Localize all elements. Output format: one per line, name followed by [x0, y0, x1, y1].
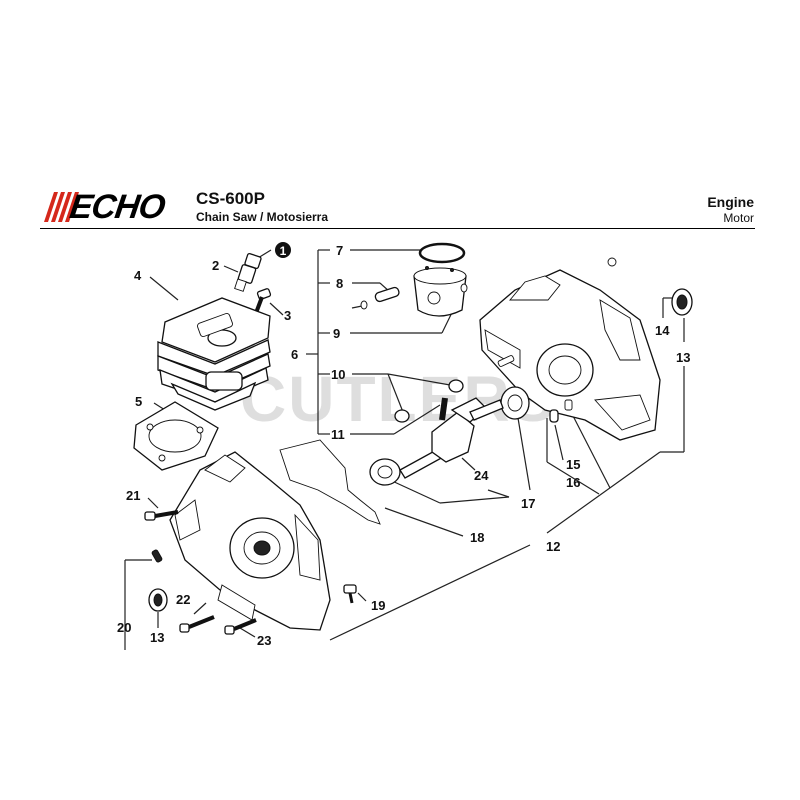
callout-2: 2 — [212, 258, 219, 273]
oil-seal-left — [148, 588, 168, 612]
callout-9: 9 — [333, 326, 340, 341]
callout-22: 22 — [176, 592, 190, 607]
callout-1-badge — [275, 242, 291, 258]
header-divider — [40, 228, 755, 229]
callout-14: 14 — [655, 323, 670, 338]
decompression-valve — [234, 253, 262, 292]
oil-seal-right — [671, 288, 693, 316]
piston-pin — [374, 286, 400, 303]
callout-18: 18 — [470, 530, 484, 545]
callout-13-left: 13 — [150, 630, 164, 645]
callout-10: 10 — [331, 367, 345, 382]
crankshaft — [399, 397, 504, 479]
piston — [413, 266, 467, 317]
crankcase-left — [169, 451, 331, 631]
screw-19 — [343, 584, 357, 604]
cylinder-bolt — [254, 288, 272, 314]
cylinder — [157, 297, 271, 411]
bolt-23 — [224, 618, 257, 635]
circlip — [360, 283, 468, 310]
callout-23: 23 — [257, 633, 271, 648]
needle-bearing — [394, 379, 464, 423]
section-title: Engine — [707, 194, 754, 210]
callout-19: 19 — [371, 598, 385, 613]
section-subtitle: Motor — [723, 211, 754, 225]
callout-24: 24 — [474, 468, 489, 483]
cylinder-gasket — [133, 401, 219, 471]
callout-3: 3 — [284, 308, 291, 323]
crankcase-gasket — [279, 439, 381, 525]
callout-12: 12 — [546, 539, 560, 554]
bolt-22 — [179, 615, 215, 633]
callout-15: 15 — [566, 457, 580, 472]
callout-4: 4 — [134, 268, 142, 283]
model-number: CS-600P — [196, 189, 265, 208]
callout-16: 16 — [566, 475, 580, 490]
main-bearing-right — [500, 386, 530, 420]
piston-ring — [418, 242, 466, 264]
callout-7: 7 — [336, 243, 343, 258]
callout-13-right: 13 — [676, 350, 690, 365]
echo-logo: ECHO — [40, 188, 182, 226]
callout-8: 8 — [336, 276, 343, 291]
callout-11: 11 — [331, 427, 345, 442]
set-screw — [151, 549, 163, 563]
crankcase-right — [479, 257, 661, 441]
callout-5: 5 — [135, 394, 142, 409]
callout-1: 1 — [280, 244, 287, 258]
dowel-pin — [549, 399, 573, 423]
callout-21: 21 — [126, 488, 140, 503]
main-bearing-left — [369, 458, 401, 486]
callout-20: 20 — [117, 620, 131, 635]
product-subtitle: Chain Saw / Motosierra — [196, 210, 329, 224]
logo-stripes-icon — [44, 192, 79, 222]
callout-17: 17 — [521, 496, 535, 511]
callout-labels: 1 2 3 4 5 6 7 8 9 10 11 12 13 14 15 16 1… — [117, 242, 690, 648]
bolt-21 — [144, 510, 179, 521]
callout-6: 6 — [291, 347, 298, 362]
